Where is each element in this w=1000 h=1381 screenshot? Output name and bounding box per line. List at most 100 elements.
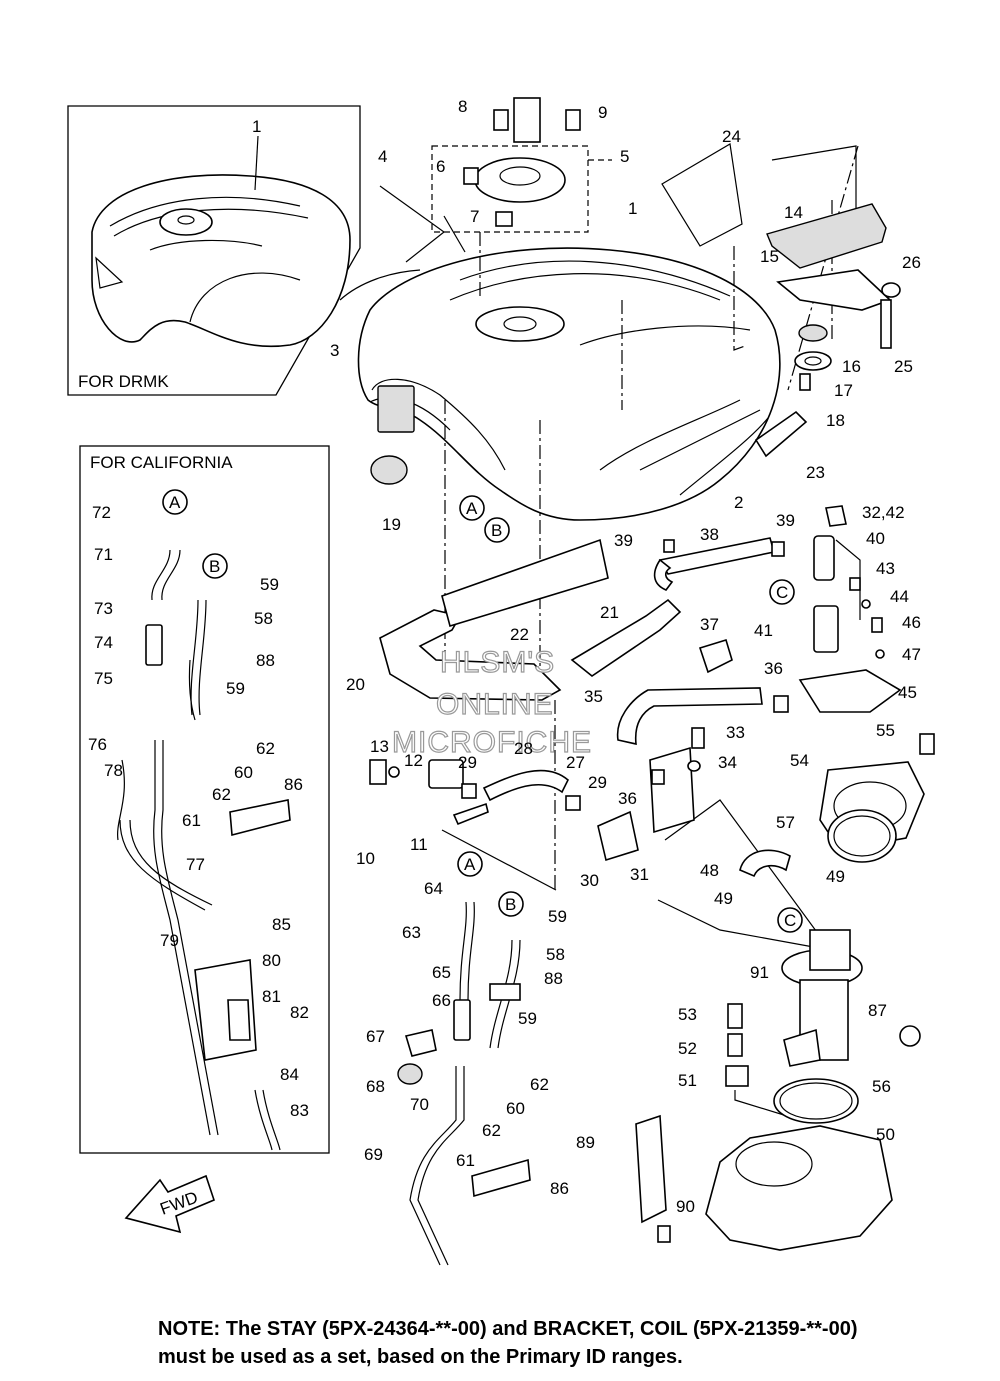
- callout-35: 35: [584, 687, 603, 706]
- callout-74: 74: [94, 633, 113, 652]
- callout-21: 21: [600, 603, 619, 622]
- callout-44: 44: [890, 587, 909, 606]
- california-inset: FOR CALIFORNIA: [79, 445, 330, 1154]
- callout-80: 80: [262, 951, 281, 970]
- fuel-cap-assembly: [431, 97, 612, 233]
- callout-62: 62: [530, 1075, 549, 1094]
- callout-6: 6: [436, 157, 445, 176]
- pads-and-dampers: [379, 538, 682, 701]
- callout-40: 40: [866, 529, 885, 548]
- callout-60: 60: [234, 763, 253, 782]
- callout-19: 19: [382, 515, 401, 534]
- callout-26: 26: [902, 253, 921, 272]
- callout-60: 60: [506, 1099, 525, 1118]
- callout-86: 86: [284, 775, 303, 794]
- callout-70: 70: [410, 1095, 429, 1114]
- callout-65: 65: [432, 963, 451, 982]
- california-box-label: FOR CALIFORNIA: [90, 453, 233, 472]
- callout-8: 8: [458, 97, 467, 116]
- callout-45: 45: [898, 683, 917, 702]
- ref-marker-c: C: [784, 911, 796, 930]
- callout-58: 58: [254, 609, 273, 628]
- callout-27: 27: [566, 753, 585, 772]
- callout-50: 50: [876, 1125, 895, 1144]
- callout-28: 28: [514, 739, 533, 758]
- callout-36: 36: [764, 659, 783, 678]
- callout-89: 89: [576, 1133, 595, 1152]
- callouts: 1 2 3 4 5 6 7 8 9 10 11 12 13 14 15 16 1…: [88, 97, 921, 1216]
- hoses-center: [369, 537, 789, 862]
- ref-marker-b: B: [209, 557, 220, 576]
- tank-side-parts: [370, 203, 901, 485]
- callout-7: 7: [470, 207, 479, 226]
- callout-51: 51: [678, 1071, 697, 1090]
- callout-29: 29: [458, 753, 477, 772]
- ref-markers: A B A B A B C C: [162, 489, 803, 933]
- footer-note: NOTE: The STAY (5PX-24364-**-00) and BRA…: [158, 1315, 988, 1371]
- callout-24: 24: [722, 127, 741, 146]
- callout-61: 61: [182, 811, 201, 830]
- callout-5: 5: [620, 147, 629, 166]
- callout-64: 64: [424, 879, 443, 898]
- callout-3: 3: [330, 341, 339, 360]
- footer-note-line-2: must be used as a set, based on the Prim…: [158, 1346, 683, 1368]
- callout-38: 38: [700, 525, 719, 544]
- callout-12: 12: [404, 751, 423, 770]
- callout-62: 62: [212, 785, 231, 804]
- watermark-line-1: HLSM'S: [440, 646, 555, 679]
- callout-52: 52: [678, 1039, 697, 1058]
- callout-59: 59: [548, 907, 567, 926]
- callout-54: 54: [790, 751, 809, 770]
- callout-41: 41: [754, 621, 773, 640]
- ref-marker-a: A: [169, 493, 181, 512]
- watermark-line-3: MICROFICHE: [392, 726, 592, 759]
- callout-78: 78: [104, 761, 123, 780]
- callout-73: 73: [94, 599, 113, 618]
- callout-62: 62: [482, 1121, 501, 1140]
- callout-66: 66: [432, 991, 451, 1010]
- callout-90: 90: [676, 1197, 695, 1216]
- callout-86: 86: [550, 1179, 569, 1198]
- callout-25: 25: [894, 357, 913, 376]
- callout-82: 82: [290, 1003, 309, 1022]
- ref-marker-a: A: [464, 855, 476, 874]
- watermark-line-2: ONLINE: [436, 688, 554, 721]
- callout-4: 4: [378, 147, 387, 166]
- watermark: HLSM'S ONLINE MICROFICHE: [391, 645, 592, 759]
- callout-67: 67: [366, 1027, 385, 1046]
- ref-marker-b: B: [505, 895, 516, 914]
- callout-79: 79: [160, 931, 179, 950]
- callout-61: 61: [456, 1151, 475, 1170]
- pump-bracket: [698, 505, 902, 713]
- callout-75: 75: [94, 669, 113, 688]
- callout-11: 11: [410, 835, 428, 854]
- drmk-inset: FOR DRMK 1: [67, 105, 361, 396]
- callout-76: 76: [88, 735, 107, 754]
- callout-47: 47: [902, 645, 921, 664]
- callout-39: 39: [614, 531, 633, 550]
- callout-34: 34: [718, 753, 737, 772]
- callout-88: 88: [544, 969, 563, 988]
- callout-32-42: 32,42: [862, 503, 905, 522]
- callout-18: 18: [826, 411, 845, 430]
- callout-56: 56: [872, 1077, 891, 1096]
- callout-29: 29: [588, 773, 607, 792]
- hoses-lower: [397, 901, 531, 1266]
- callout-15: 15: [760, 247, 779, 266]
- callout-36: 36: [618, 789, 637, 808]
- callout-37: 37: [700, 615, 719, 634]
- callout-59: 59: [226, 679, 245, 698]
- callout-39: 39: [776, 511, 795, 530]
- callout-14: 14: [784, 203, 803, 222]
- callout-16: 16: [842, 357, 861, 376]
- callout-22: 22: [510, 625, 529, 644]
- callout-48: 48: [700, 861, 719, 880]
- callout-49: 49: [714, 889, 733, 908]
- callout-30: 30: [580, 871, 599, 890]
- callout-72: 72: [92, 503, 111, 522]
- callout-71: 71: [94, 545, 113, 564]
- callout-77: 77: [186, 855, 205, 874]
- footer-note-line-1: NOTE: The STAY (5PX-24364-**-00) and BRA…: [158, 1318, 858, 1340]
- callout-91: 91: [750, 963, 769, 982]
